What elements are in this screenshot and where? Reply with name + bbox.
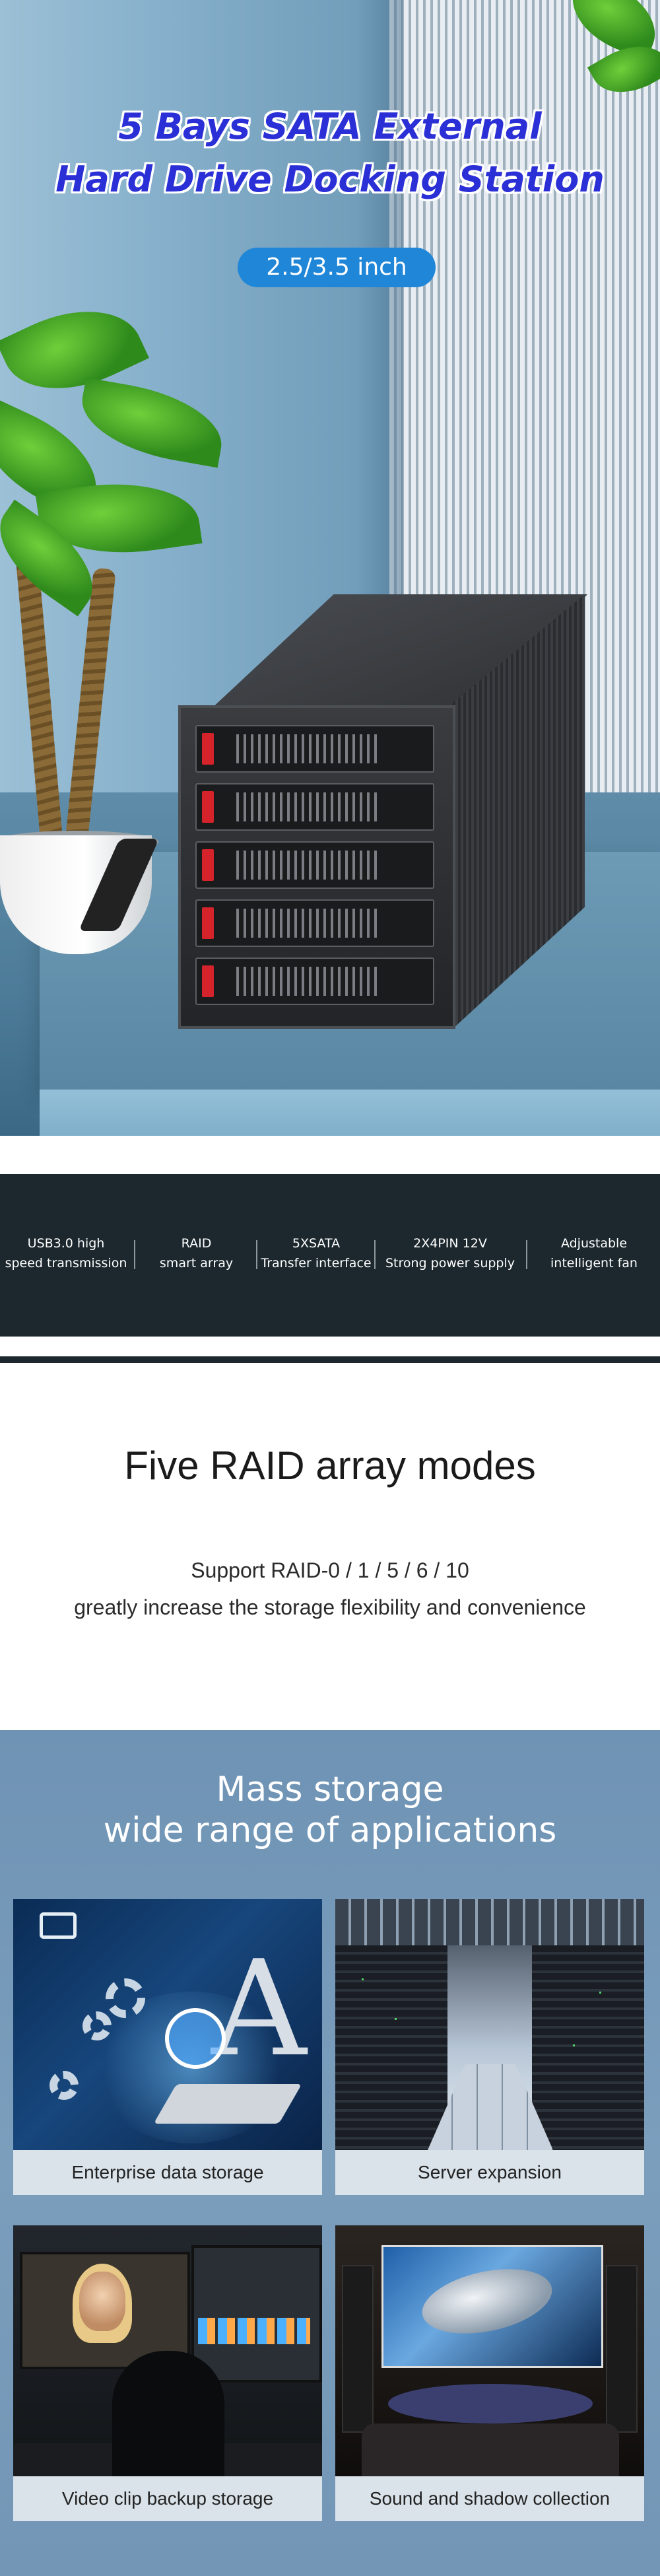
feature-label: Adjustable bbox=[560, 1236, 628, 1251]
feature-raid: RAID smart array bbox=[139, 1234, 254, 1286]
drive-tray bbox=[195, 957, 434, 1005]
letter-a-decoration: A bbox=[211, 1932, 307, 2086]
theater-image bbox=[335, 2225, 644, 2476]
feature-bar: USB3.0 high speed transmission RAID smar… bbox=[0, 1174, 660, 1337]
feature-power: 2X4PIN 12V Strong power supply bbox=[378, 1234, 523, 1286]
feature-usb: USB3.0 high speed transmission bbox=[0, 1234, 132, 1286]
drive-tray bbox=[195, 841, 434, 889]
drive-tray bbox=[195, 899, 434, 947]
feature-divider bbox=[526, 1240, 527, 1269]
applications-title-line2: wide range of applications bbox=[103, 1811, 557, 1850]
card-caption: Video clip backup storage bbox=[13, 2476, 322, 2521]
speaker-right bbox=[606, 2265, 638, 2433]
feature-label: smart array bbox=[159, 1256, 234, 1271]
application-card-theater: Sound and shadow collection bbox=[335, 2225, 644, 2521]
speaker-left bbox=[342, 2265, 374, 2433]
status-led bbox=[599, 1992, 601, 1994]
card-caption: Server expansion bbox=[335, 2150, 644, 2195]
card-caption: Sound and shadow collection bbox=[335, 2476, 644, 2521]
feature-divider bbox=[256, 1240, 257, 1269]
status-led bbox=[362, 1978, 364, 1980]
tray-vents bbox=[236, 792, 381, 821]
drive-tray bbox=[195, 783, 434, 831]
floor-light bbox=[388, 2384, 593, 2423]
tray-vents bbox=[236, 909, 381, 938]
hero-table-edge bbox=[40, 1090, 660, 1136]
server-image bbox=[335, 1899, 644, 2150]
feature-fan: Adjustable intelligent fan bbox=[528, 1234, 660, 1286]
application-card-server: Server expansion bbox=[335, 1899, 644, 2195]
hero-title-line2: Hard Drive Docking Station bbox=[55, 158, 605, 200]
status-led bbox=[395, 2018, 397, 2020]
sofa bbox=[362, 2423, 619, 2476]
feature-label: RAID bbox=[181, 1236, 212, 1251]
hero-title-line1: 5 Bays SATA External bbox=[118, 106, 542, 147]
size-badge: 2.5/3.5 inch bbox=[238, 248, 436, 287]
tray-latch bbox=[202, 965, 214, 997]
card-caption: Enterprise data storage bbox=[13, 2150, 322, 2195]
status-led bbox=[573, 2044, 575, 2046]
gear-icon bbox=[106, 1978, 145, 2018]
feature-label: Transfer interface bbox=[261, 1256, 372, 1271]
feature-sata: 5XSATA Transfer interface bbox=[259, 1234, 374, 1286]
application-card-enterprise: A Enterprise data storage bbox=[13, 1899, 322, 2195]
portrait-face bbox=[79, 2272, 125, 2331]
drive-tray bbox=[195, 725, 434, 773]
cloud-icon bbox=[165, 2008, 226, 2069]
feature-label: Strong power supply bbox=[385, 1256, 515, 1271]
feature-divider bbox=[374, 1240, 376, 1269]
device-shape bbox=[153, 2084, 302, 2124]
applications-title-line1: Mass storage bbox=[216, 1770, 444, 1809]
enterprise-image: A bbox=[13, 1899, 322, 2150]
briefcase-icon bbox=[40, 1912, 77, 1939]
tray-latch bbox=[202, 733, 214, 765]
feature-label: 2X4PIN 12V bbox=[413, 1236, 487, 1251]
feature-label: 5XSATA bbox=[292, 1236, 341, 1251]
tray-latch bbox=[202, 791, 214, 823]
raid-subtitle-line2: greatly increase the storage flexibility… bbox=[74, 1595, 586, 1619]
raid-title: Five RAID array modes bbox=[124, 1444, 536, 1488]
tray-vents bbox=[236, 734, 381, 763]
gear-icon bbox=[50, 2071, 79, 2100]
section-divider bbox=[0, 1356, 660, 1363]
feature-label: intelligent fan bbox=[550, 1256, 638, 1271]
tray-vents bbox=[236, 851, 381, 880]
tray-vents bbox=[236, 967, 381, 996]
edit-timeline bbox=[198, 2318, 310, 2344]
server-ceiling bbox=[335, 1899, 644, 1945]
gear-icon bbox=[82, 2011, 112, 2040]
hero-banner: 5 Bays SATA External Hard Drive Docking … bbox=[0, 0, 660, 1136]
tray-latch bbox=[202, 907, 214, 939]
feature-label: speed transmission bbox=[5, 1256, 127, 1271]
application-card-video: Video clip backup storage bbox=[13, 2225, 322, 2521]
feature-divider bbox=[134, 1240, 135, 1269]
dock-front-panel bbox=[178, 705, 455, 1029]
monitor-right bbox=[191, 2245, 322, 2383]
video-image bbox=[13, 2225, 322, 2476]
raid-subtitle-line1: Support RAID-0 / 1 / 5 / 6 / 10 bbox=[191, 1558, 469, 1582]
editor-silhouette bbox=[112, 2351, 224, 2476]
feature-label: USB3.0 high bbox=[27, 1236, 105, 1251]
tray-latch bbox=[202, 849, 214, 881]
